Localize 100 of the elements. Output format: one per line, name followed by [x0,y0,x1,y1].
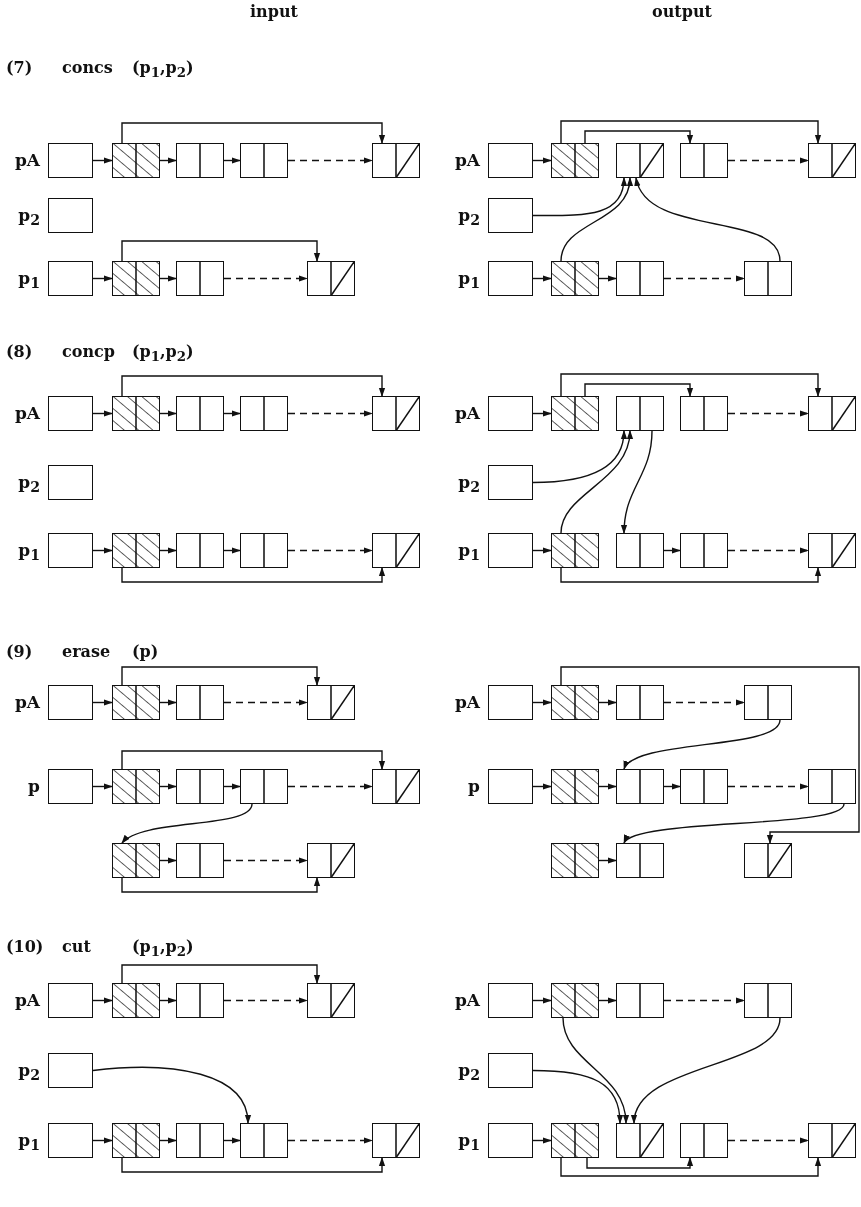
pointer-arrow [532,177,627,217]
variable-name: p$_{2}$ [18,1060,40,1086]
pointer-arrow [159,547,177,554]
variable-name: p$_{2}$ [18,205,40,231]
list-node-box [307,843,355,878]
pointer-arrow [121,122,386,144]
list-node-box [551,261,599,296]
pointer-variable-box [488,685,533,720]
list-node-box [112,843,160,878]
list-node-box [240,533,288,568]
pointer-arrow [560,177,633,262]
pointer-variable-box [488,533,533,568]
list-node-box [551,143,599,178]
variable-name: pA [454,403,480,423]
variable-name: p$_{2}$ [458,205,480,231]
operation-label: erase [62,642,111,662]
pointer-arrow [560,666,860,844]
operation-label: concp [62,342,115,362]
pointer-arrow [727,410,809,417]
pointer-variable-box [48,769,93,804]
list-node-box [616,533,664,568]
pointer-arrow [584,383,694,397]
list-node-box [176,533,224,568]
pointer-variable-box [488,1123,533,1158]
list-node-box [240,1123,288,1158]
pointer-arrow [223,547,241,554]
pointer-variable-box [48,143,93,178]
pointer-arrow [532,1137,552,1144]
pointer-arrow [92,1137,113,1144]
column-heading: input [250,2,298,22]
list-node-box [112,769,160,804]
list-node-box [372,533,420,568]
pointer-arrow [663,699,745,706]
pointer-arrow [532,783,552,790]
list-node-box [808,396,856,431]
operation-label: (7) [6,58,33,78]
list-node-box [744,843,792,878]
pointer-arrow [562,1017,629,1124]
pointer-arrow [159,997,177,1004]
list-node-box [616,685,664,720]
list-node-box [808,143,856,178]
pointer-arrow [560,430,633,534]
pointer-arrow [92,997,113,1004]
list-node-box [680,1123,728,1158]
pointer-arrow [727,547,809,554]
list-node-box [744,983,792,1018]
pointer-arrow [560,120,822,144]
pointer-arrow [159,157,177,164]
operation-label: (p$_{1}$,p$_{2}$) [132,342,194,367]
pointer-arrow [598,857,617,864]
pointer-arrow [159,857,177,864]
list-node-box [551,769,599,804]
operation-label: (p$_{1}$,p$_{2}$) [132,58,194,83]
pointer-arrow [598,275,617,282]
pointer-arrow [92,157,113,164]
pointer-variable-box [48,396,93,431]
pointer-arrow [532,410,552,417]
pointer-arrow [92,1066,251,1124]
pointer-arrow [663,997,745,1004]
pointer-variable-box [488,465,533,500]
pointer-arrow [586,1157,694,1169]
list-node-box [551,843,599,878]
pointer-arrow [121,567,386,583]
pointer-arrow [223,997,308,1004]
operation-label: (8) [6,342,33,362]
pointer-variable-box [488,396,533,431]
pointer-arrow [727,1137,809,1144]
variable-name: p$_{1}$ [458,1130,480,1156]
pointer-arrow [287,547,373,554]
list-node-box [616,983,664,1018]
list-node-box [551,685,599,720]
pointer-variable-box [488,143,533,178]
pointer-arrow [159,783,177,790]
list-node-box [808,533,856,568]
pointer-arrow [121,240,321,262]
pointer-arrow [92,275,113,282]
pointer-arrow [223,157,241,164]
pointer-arrow [532,997,552,1004]
list-node-box [744,261,792,296]
list-node-box [680,143,728,178]
list-node-box [240,396,288,431]
list-node-box [176,685,224,720]
pointer-arrow [635,177,781,262]
list-node-box [808,769,856,804]
pointer-arrow [223,783,241,790]
pointer-arrow [121,666,321,686]
list-node-box [616,261,664,296]
operation-label: cut [62,937,91,957]
pointer-arrow [159,275,177,282]
pointer-arrow [92,547,113,554]
list-node-box [680,533,728,568]
list-node-box [307,983,355,1018]
pointer-variable-box [488,1053,533,1088]
pointer-arrow [121,750,386,770]
pointer-arrow [121,375,386,397]
pointer-arrow [727,157,809,164]
variable-name: pA [454,692,480,712]
pointer-arrow [532,699,552,706]
pointer-arrow [623,719,781,770]
list-node-box [176,843,224,878]
